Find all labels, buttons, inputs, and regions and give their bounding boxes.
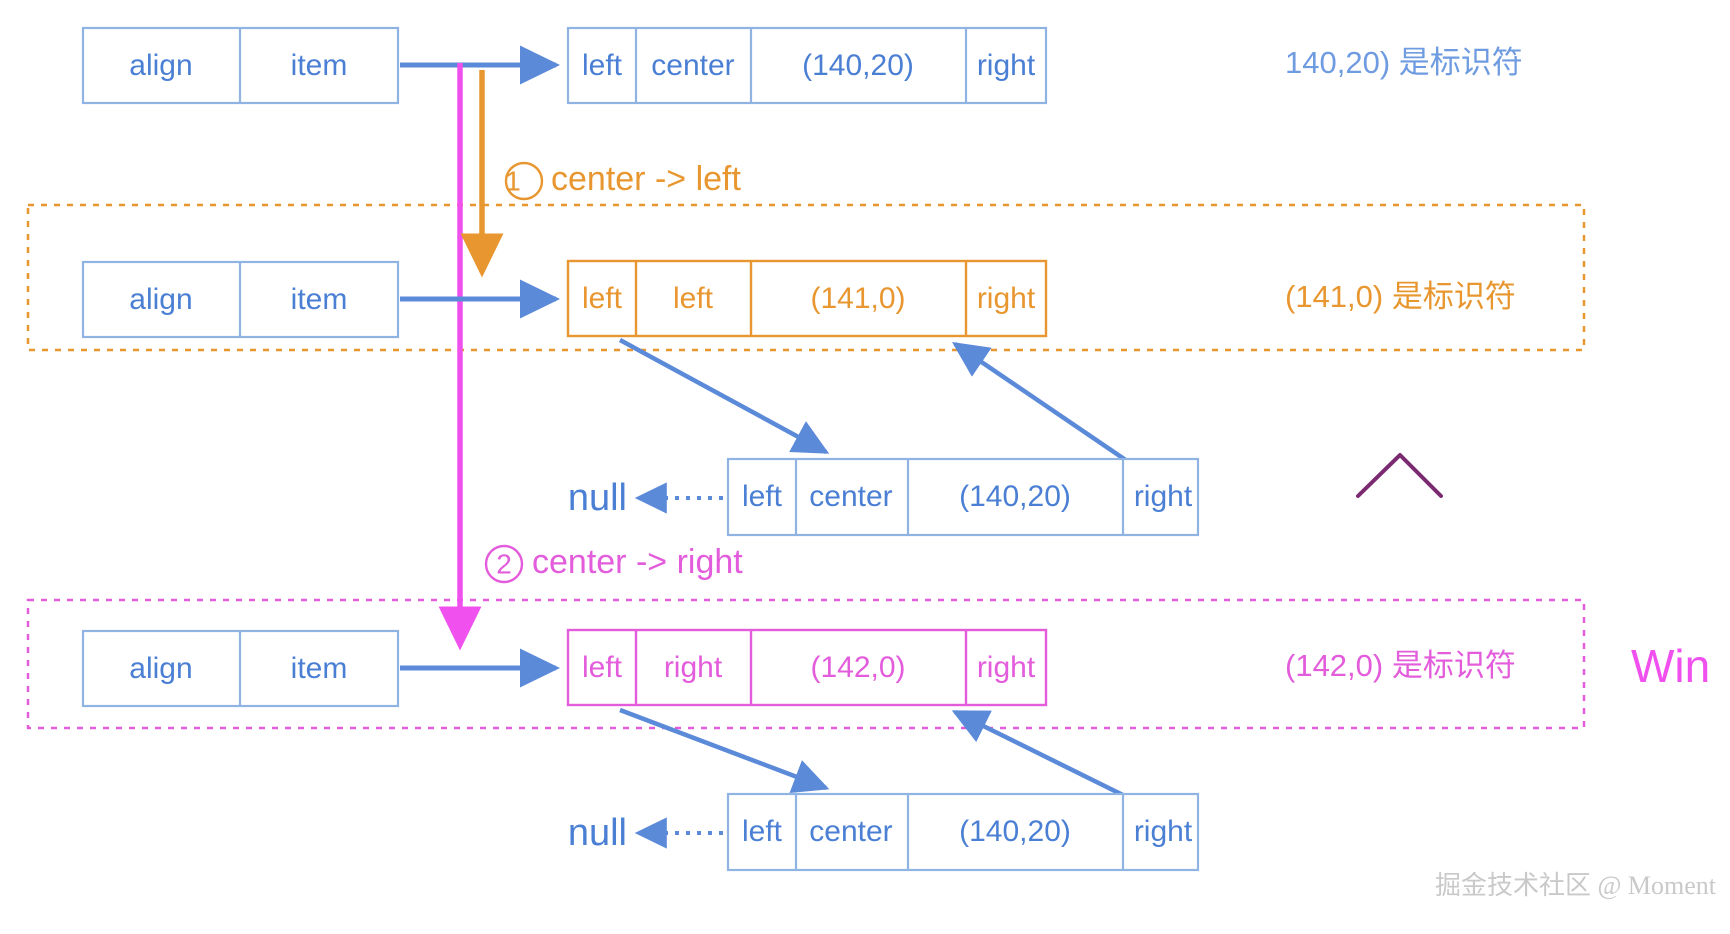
- row1-cell-right: right: [977, 49, 1036, 82]
- row1-side-label: 140,20) 是标识符: [1285, 45, 1523, 80]
- row2-detached-cell-center: center: [809, 480, 892, 513]
- circle-one-number: 1: [505, 165, 521, 196]
- region-box-step2: [26, 598, 1586, 730]
- row1-align-item-node: align item: [81, 26, 400, 105]
- watermark-label: 掘金技术社区 @ Moment: [1435, 871, 1717, 900]
- row2-detached-cell-right: right: [1134, 480, 1193, 513]
- row2-align-item-node: align item: [81, 260, 400, 339]
- row1-cell-center: center: [651, 49, 734, 82]
- row3-detached-cell-center: center: [809, 815, 892, 848]
- annotation-step1-text: center -> left: [551, 160, 741, 198]
- row3-detached-cell-left: left: [742, 815, 783, 848]
- row3-null-label: null: [568, 812, 627, 854]
- row2-detach-arrow-down: [618, 338, 830, 454]
- chevron-up-icon: [1356, 453, 1443, 498]
- row3-detached-cell-key: (140,20): [959, 815, 1071, 848]
- row2-cell-left: left: [582, 282, 623, 315]
- row3-cell-item: item: [291, 652, 348, 685]
- row3-detach-arrow-up: [951, 709, 1134, 803]
- circle-two-icon: [484, 544, 524, 584]
- row2-cell-align-left: left: [673, 282, 714, 315]
- annotation-step2: 2 center -> right: [484, 543, 743, 584]
- row3-detached-cell-right: right: [1134, 815, 1193, 848]
- row3-cell-align: align: [129, 652, 192, 685]
- circle-one-icon: [504, 161, 544, 201]
- row1-cell-item: item: [291, 49, 348, 82]
- row1-element-node: left center (140,20) right: [566, 26, 1048, 105]
- row2-cell-item: item: [291, 283, 348, 316]
- row2-cell-right: right: [977, 282, 1036, 315]
- row3-cell-right: right: [977, 651, 1036, 684]
- row3-cell-align-right: right: [664, 651, 723, 684]
- row2-side-label: (141,0) 是标识符: [1285, 279, 1516, 314]
- row2-element-node: left left (141,0) right: [566, 259, 1048, 338]
- row2-cell-align: align: [129, 283, 192, 316]
- circle-two-number: 2: [496, 548, 512, 579]
- row2-detached-node: left center (140,20) right: [726, 457, 1200, 537]
- row2-detached-cell-key: (140,20): [959, 480, 1071, 513]
- row3-side-label: (142,0) 是标识符: [1285, 648, 1516, 683]
- row3-align-item-node: align item: [81, 629, 400, 708]
- row2-null-label: null: [568, 477, 627, 519]
- region-box-step1: [26, 203, 1586, 352]
- row2-detach-arrow-up: [952, 341, 1135, 467]
- row3-cell-key: (142,0): [810, 651, 905, 684]
- row2-cell-key: (141,0): [810, 282, 905, 315]
- row3-cell-left: left: [582, 651, 623, 684]
- win-label: Win: [1631, 640, 1710, 692]
- row3-detached-node: left center (140,20) right: [726, 792, 1200, 872]
- row3-element-node: left right (142,0) right: [566, 628, 1048, 707]
- row2-detached-cell-left: left: [742, 480, 783, 513]
- annotation-step2-text: center -> right: [532, 543, 743, 581]
- row1-cell-key: (140,20): [802, 49, 914, 82]
- row1-cell-align: align: [129, 49, 192, 82]
- annotation-step1: 1 center -> left: [504, 160, 741, 201]
- row1-cell-left: left: [582, 49, 623, 82]
- row3-detach-arrow-down: [619, 707, 830, 793]
